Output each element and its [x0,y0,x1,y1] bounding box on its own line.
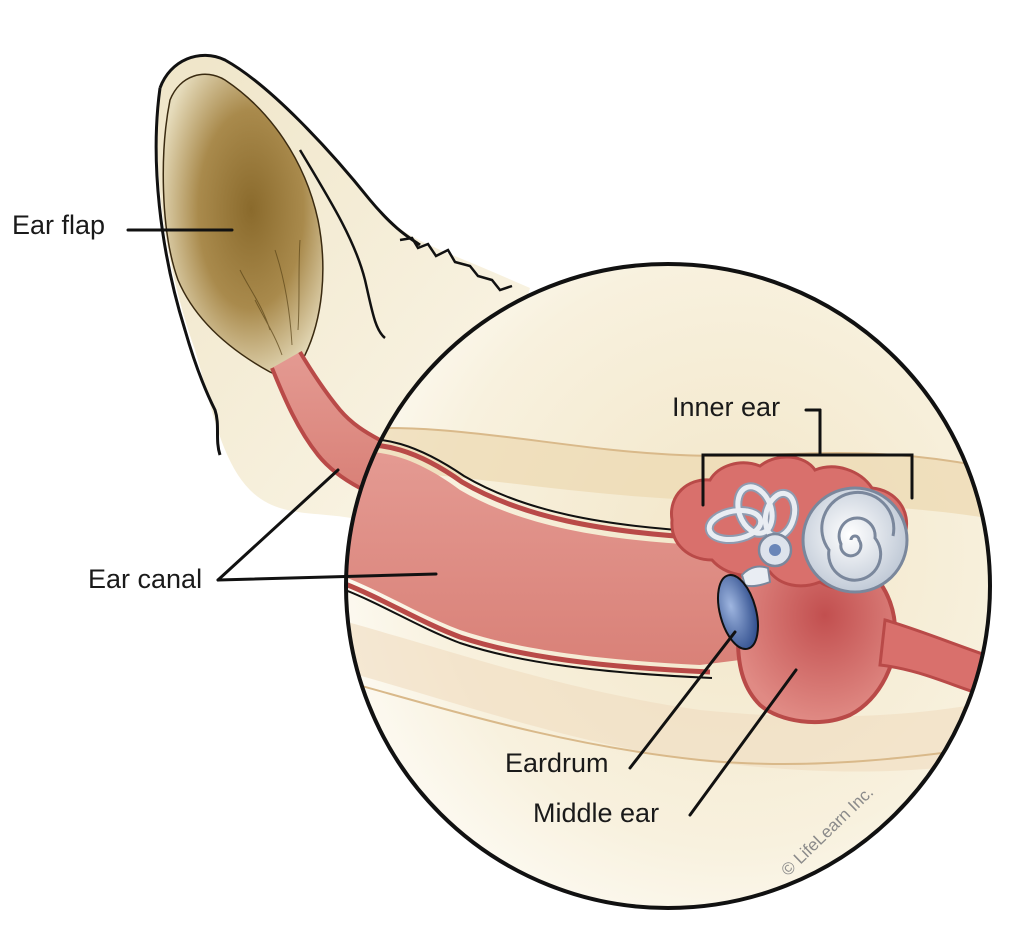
ear-canal-top-wall [346,442,706,541]
label-ear-flap: Ear flap [12,210,106,240]
magnified-view [344,262,992,910]
eustachian-tube [878,618,990,702]
flap-hair [239,239,301,356]
oval-window [769,544,781,556]
leader-inner-ear-bracket [701,453,914,507]
leader-ear-canal-upper [216,468,340,582]
leader-eardrum [628,630,737,770]
ear-canal-bottom-outline [346,587,713,679]
tissue-band-lower [346,620,990,772]
ear-flap-interior [162,73,324,376]
pinna-edge-fringe [399,236,513,292]
eardrum-membrane [717,574,759,650]
pinna-edge-left [154,87,222,456]
leader-middle-ear [688,668,798,817]
label-inner-ear: Inner ear [672,392,781,422]
leader-lines [126,228,914,817]
cochlea-spiral [820,490,896,582]
magnified-circle-border [344,262,992,910]
label-ear-canal: Ear canal [88,564,203,594]
pinna-fold [298,149,386,339]
ear-canal-body [346,452,740,665]
band-line-2 [346,679,990,766]
upper-ear-canal [270,350,381,490]
ear-canal-bottom-wall [346,579,711,675]
pinna-edge-upper [158,53,421,247]
cochlea [801,486,909,594]
ear-canal-top-outline [346,437,709,533]
leader-ear-canal-lower [216,572,438,582]
label-middle-ear: Middle ear [533,798,660,828]
label-eardrum: Eardrum [505,748,609,778]
ossicles [740,565,772,588]
